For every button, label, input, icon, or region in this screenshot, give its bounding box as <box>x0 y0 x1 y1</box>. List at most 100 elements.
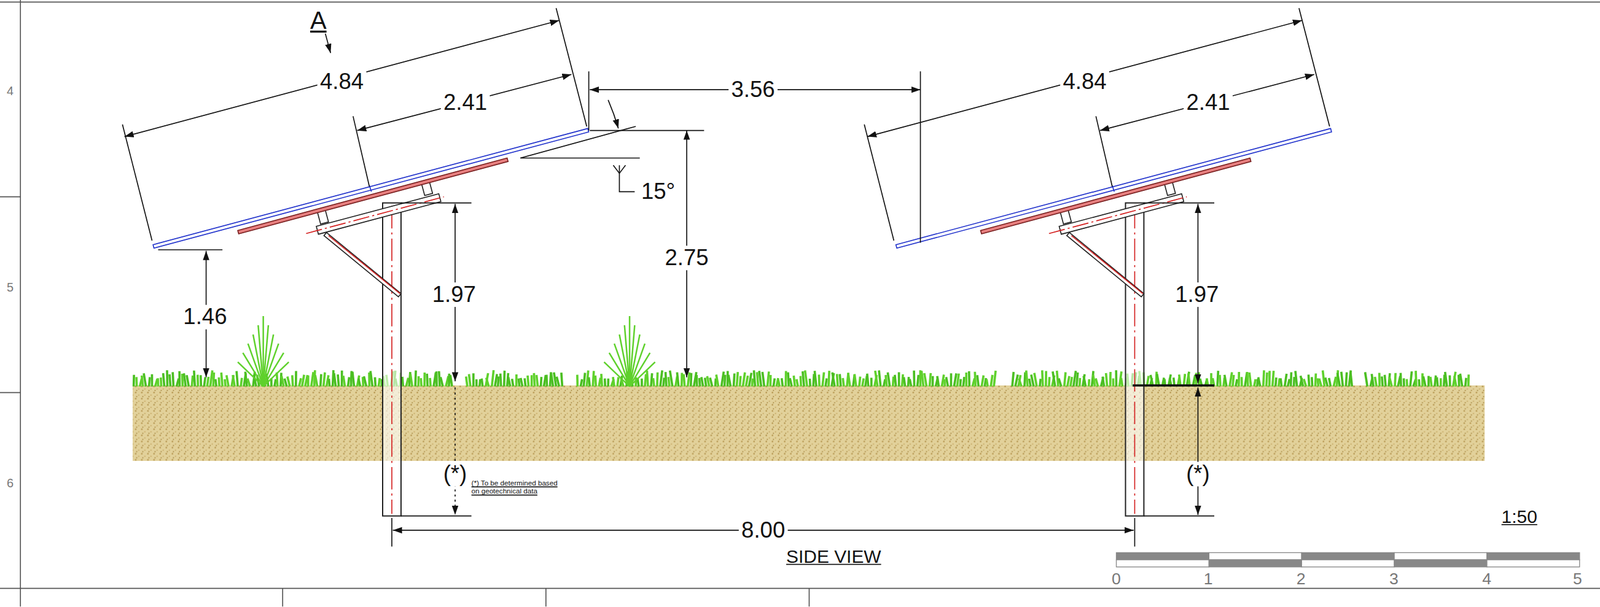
grass-blade <box>281 376 284 387</box>
grass-blade <box>450 375 453 387</box>
pv-module <box>152 128 589 249</box>
grass-blade <box>1465 378 1467 387</box>
grass-blade <box>1247 372 1249 387</box>
grass-blade <box>1106 373 1108 387</box>
grass-blade <box>1240 377 1244 387</box>
grass-blade <box>378 378 380 387</box>
grass-blade <box>699 378 701 387</box>
grass-blade <box>793 375 795 387</box>
grass-blade <box>1365 372 1368 387</box>
post <box>1125 203 1144 517</box>
grass-blade <box>808 378 812 387</box>
grass-blade <box>606 378 610 387</box>
grass-blade <box>668 377 670 387</box>
grass-blade <box>196 375 200 387</box>
scale-bar <box>1116 552 1580 567</box>
grass-blade <box>1445 372 1448 387</box>
dimension-lines <box>122 7 1330 547</box>
grass-blade <box>1224 375 1227 387</box>
grass-blade <box>867 374 869 387</box>
grass-blade <box>1319 378 1322 387</box>
grass-blade <box>358 378 361 387</box>
grass-blade <box>822 372 824 387</box>
grass-blade <box>993 370 996 387</box>
grass-blade <box>832 372 835 387</box>
grass-blade <box>191 375 193 387</box>
grass-blade <box>491 370 494 387</box>
grass-blade <box>533 373 535 387</box>
grass-blade <box>1217 370 1218 387</box>
grass-blade <box>186 375 189 387</box>
grass-blade <box>486 378 489 387</box>
grass-blade <box>405 378 408 387</box>
grass-blade <box>543 375 546 387</box>
grass-blade <box>143 373 147 387</box>
grass-blade <box>1067 376 1070 387</box>
grass-blade <box>527 375 529 387</box>
grass-blade <box>213 372 214 387</box>
grass-blade <box>733 373 735 387</box>
grass-blade <box>644 374 647 387</box>
grass-blade <box>1219 375 1221 387</box>
dimension-note-mark: (*) <box>440 461 471 487</box>
grass-blade <box>232 375 235 387</box>
grass-blade <box>904 377 906 387</box>
grass-blade <box>512 378 514 387</box>
grass-blade <box>518 378 520 387</box>
grass-blade <box>963 377 965 387</box>
grass-blade <box>439 371 440 387</box>
grass-blade <box>767 371 769 387</box>
grass-blade <box>1384 375 1386 387</box>
grass-blade <box>768 375 772 387</box>
grass-blade <box>580 379 582 387</box>
grass-blade <box>159 377 163 387</box>
grass-blade <box>689 373 693 387</box>
scale-number: 0 <box>1111 570 1121 589</box>
grass-blade <box>141 375 144 387</box>
grass-blade <box>1308 374 1309 387</box>
grass-blade <box>710 377 713 387</box>
grass-blade <box>870 377 873 387</box>
scale-number: 2 <box>1296 570 1306 589</box>
grass-blade <box>592 370 594 387</box>
grass-blade <box>739 376 741 387</box>
grass-blade <box>1012 372 1014 387</box>
grass-blade <box>210 370 213 387</box>
grass-blade <box>1322 370 1325 387</box>
grass-blade <box>1448 375 1452 387</box>
grass-blade <box>466 376 468 387</box>
view-marker: A <box>307 6 330 34</box>
dimension: 2.41 <box>440 90 491 116</box>
grass-blade <box>883 379 886 387</box>
grass-blade <box>178 371 181 387</box>
grass-blade <box>759 370 761 387</box>
grass-tuft <box>263 362 290 387</box>
grass-blade <box>990 375 993 387</box>
grass-blade <box>1258 377 1261 387</box>
grass-blade <box>206 377 209 387</box>
grass-blade <box>612 377 615 387</box>
grass-blade <box>1317 378 1319 387</box>
grass-blade <box>1095 378 1099 387</box>
grass-blade <box>706 376 709 387</box>
dimension: 4.84 <box>1059 69 1110 94</box>
grass-blade <box>1310 377 1314 387</box>
grass-blade <box>818 374 821 387</box>
centerline <box>391 206 393 515</box>
scale-ratio: 1:50 <box>1498 508 1541 529</box>
grass-blade <box>496 376 500 387</box>
grass-blade <box>1333 377 1336 387</box>
zone-number: 6 <box>6 477 14 492</box>
grass-blade <box>1083 376 1086 387</box>
grass-blade <box>694 372 697 387</box>
grass-blade <box>284 378 287 387</box>
grass-blade <box>1284 374 1287 387</box>
grass-blade <box>859 377 861 387</box>
grass-blade <box>240 378 242 387</box>
grass-blade <box>828 370 830 387</box>
grass-blade <box>1229 372 1233 387</box>
grass-blade <box>374 377 378 387</box>
grass-blade <box>524 378 526 387</box>
grass-blade <box>334 373 336 387</box>
grass-blade <box>1350 372 1353 387</box>
